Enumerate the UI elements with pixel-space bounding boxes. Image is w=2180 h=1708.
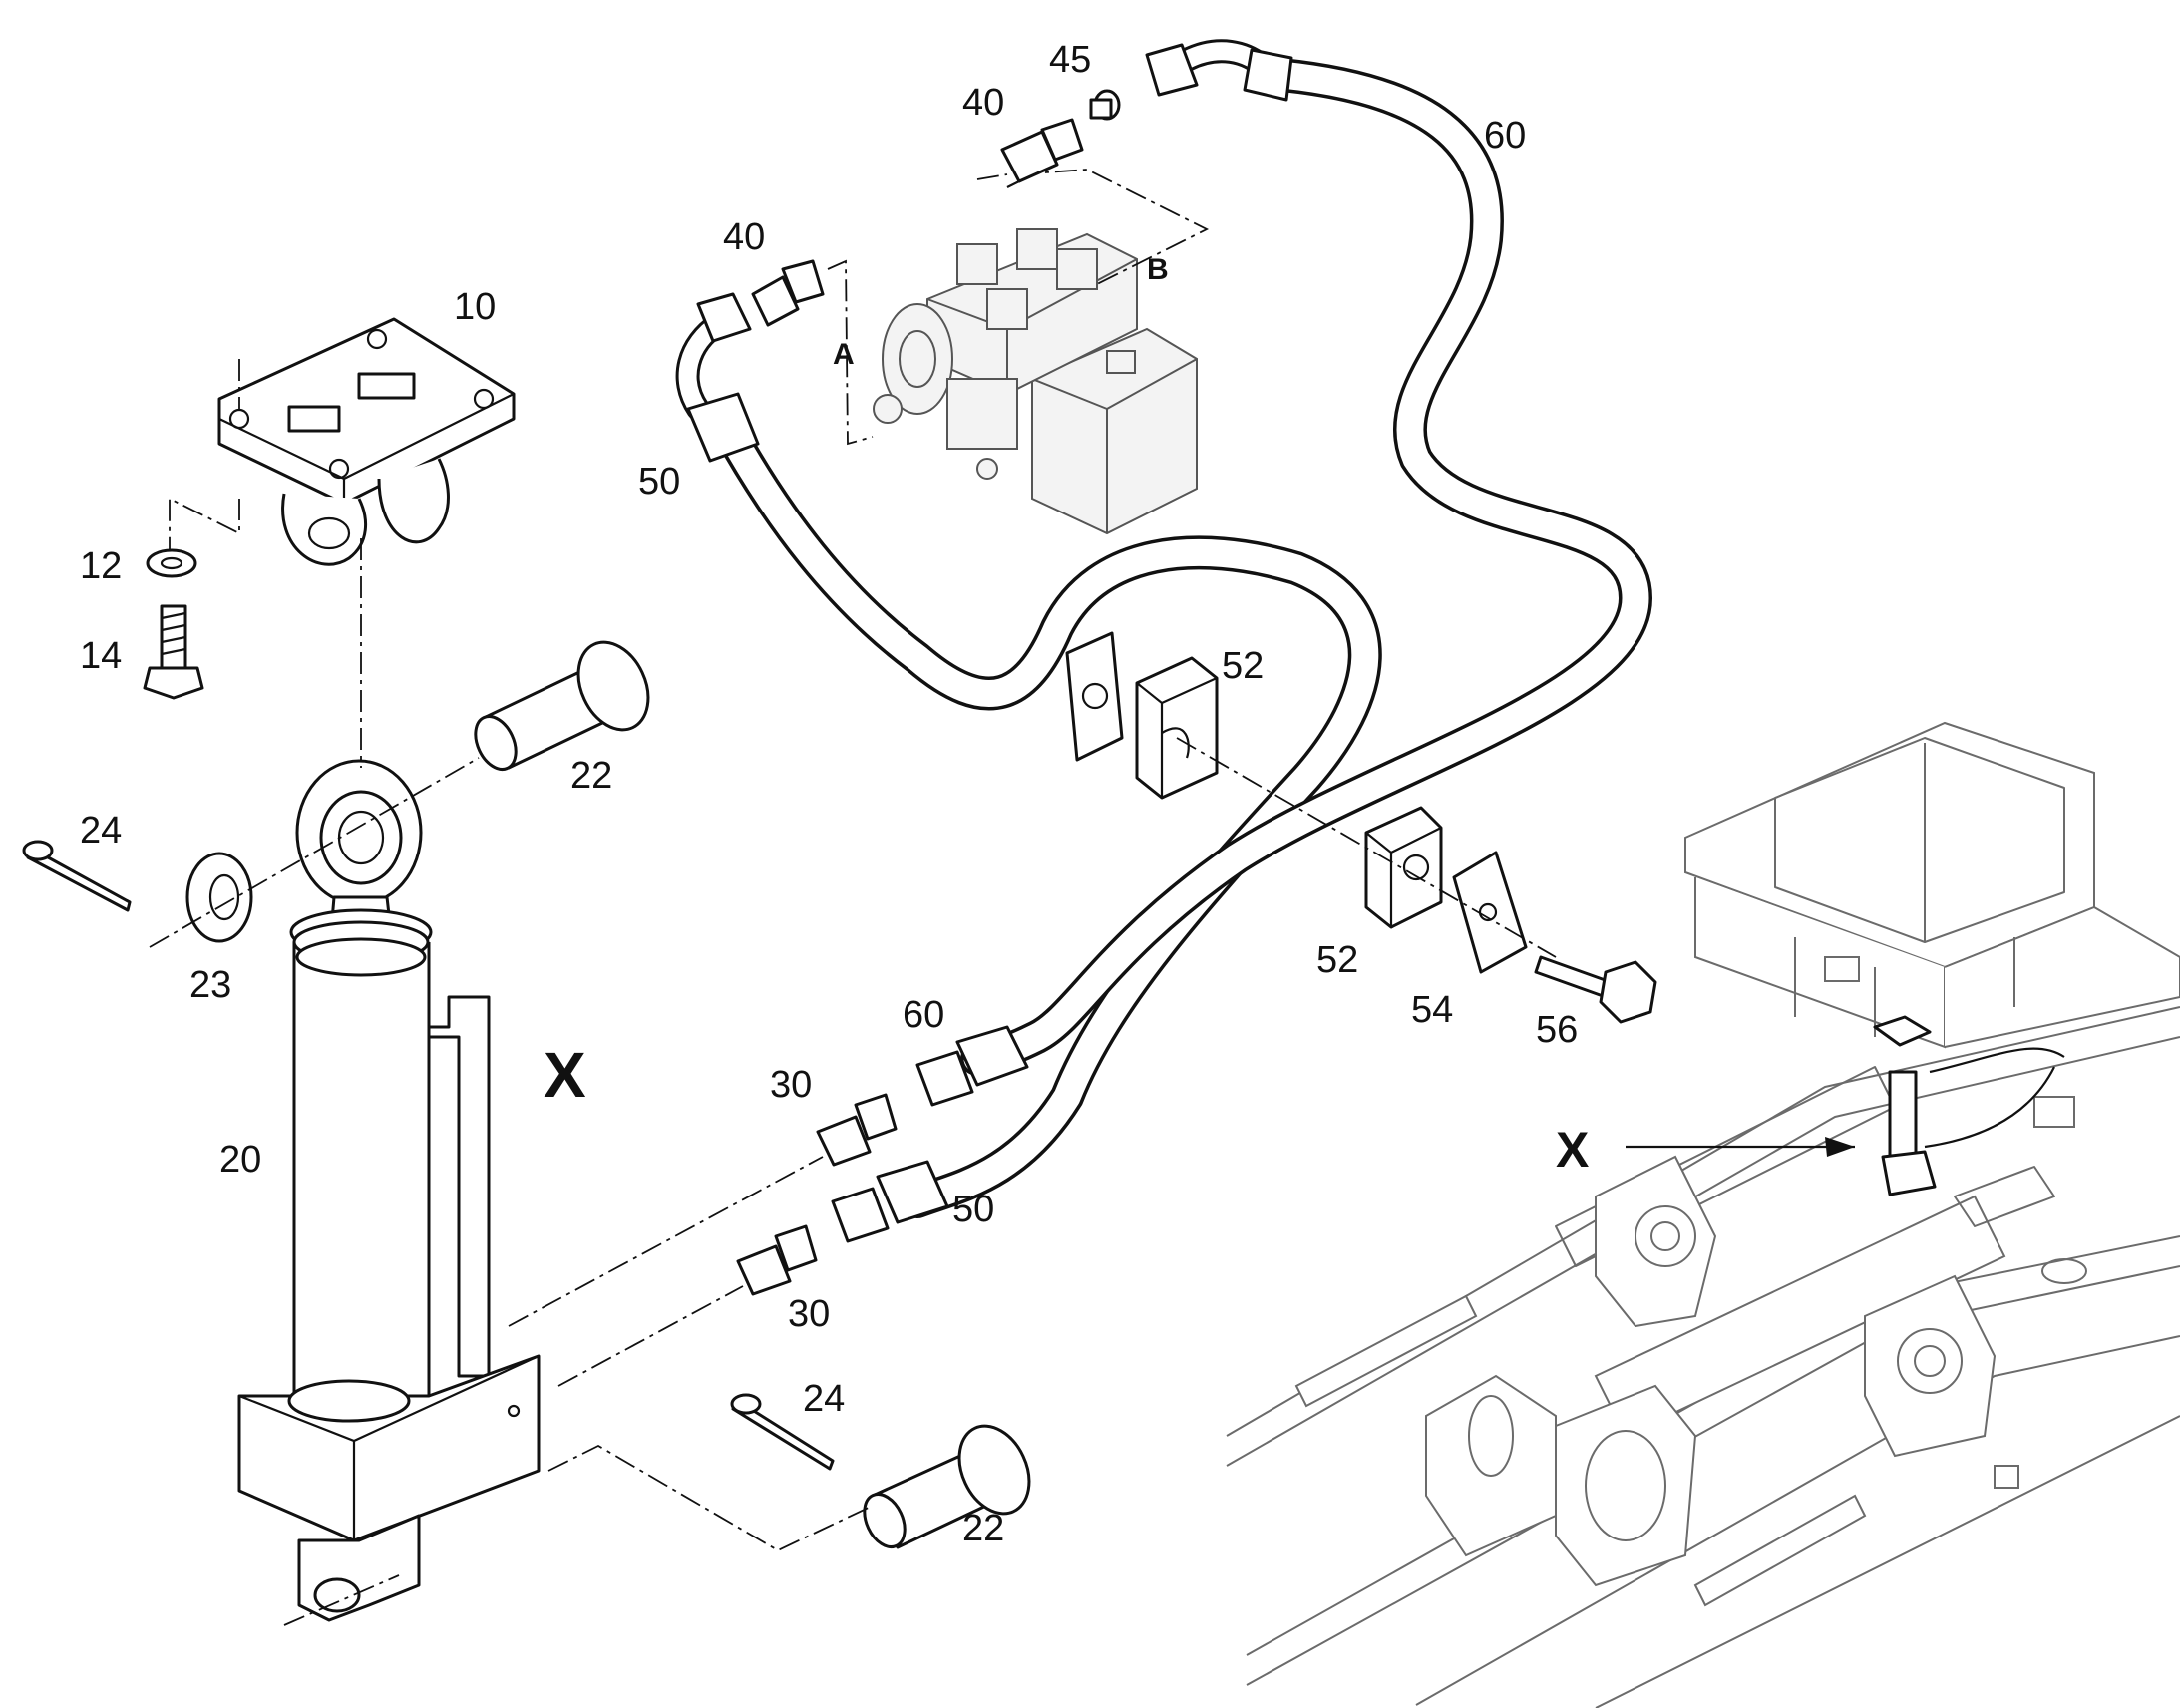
clamp-half-upper <box>1065 631 1124 762</box>
bolt-56 <box>1534 955 1657 1024</box>
location-cylinder-icon <box>1873 1015 2065 1196</box>
callout-50-lower: 50 <box>952 1189 994 1230</box>
hose-60-lower-fitting <box>915 1025 1029 1107</box>
clamp-axis-line <box>1176 737 1557 958</box>
callout-30-upper: 30 <box>770 1064 812 1106</box>
mounting-bracket-10 <box>217 317 516 566</box>
port-a-leader <box>827 259 874 446</box>
bolt-axis-line <box>169 497 240 568</box>
lower-pin-axis <box>547 1444 874 1552</box>
callout-24-upper: 24 <box>80 810 122 852</box>
hydraulic-valve-unit <box>873 228 1198 535</box>
upper-pin-axis <box>149 757 480 948</box>
hose-50-lower-fitting <box>831 1160 949 1243</box>
cotter-pin-24-upper <box>22 840 132 912</box>
washer-23 <box>185 852 253 943</box>
detail-marker-main: X <box>544 1039 586 1111</box>
callout-50-upper: 50 <box>638 461 680 503</box>
fitting-40-axis <box>976 173 1008 180</box>
fitting-45 <box>1089 89 1121 121</box>
callout-54: 54 <box>1411 989 1453 1031</box>
callout-45: 45 <box>1049 39 1091 81</box>
clamp-52-lower <box>1364 806 1443 929</box>
detail-x-arrowhead <box>1825 1137 1855 1157</box>
callout-52-lower: 52 <box>1316 939 1358 981</box>
washer-12 <box>146 548 197 578</box>
callout-60-upper: 60 <box>1484 115 1526 157</box>
lower-port-axis-1 <box>508 1156 824 1327</box>
callout-30-lower: 30 <box>788 1293 830 1335</box>
callout-56: 56 <box>1536 1009 1578 1051</box>
pin-22-lower <box>863 1424 1031 1549</box>
bolt-14 <box>143 604 204 700</box>
callout-22-lower: 22 <box>962 1508 1004 1549</box>
callout-20: 20 <box>219 1139 261 1181</box>
fitting-30-lower <box>736 1224 818 1296</box>
clamp-52-upper <box>1135 656 1219 800</box>
port-label-b: B <box>1147 253 1169 286</box>
fitting-30-upper <box>816 1093 898 1167</box>
callout-23: 23 <box>189 964 231 1006</box>
detail-marker-location: X <box>1556 1122 1589 1178</box>
hose-60 <box>960 58 1652 1076</box>
hose-50 <box>711 412 1382 1218</box>
hose-60-upper-fitting <box>1145 39 1293 102</box>
port-label-a: A <box>833 338 855 371</box>
callout-14: 14 <box>80 635 122 677</box>
callout-40-upper: 40 <box>962 82 1004 124</box>
callout-22-upper: 22 <box>570 755 612 797</box>
callout-24-lower: 24 <box>803 1378 845 1420</box>
callout-40-lower: 40 <box>723 216 765 258</box>
pin-22-upper <box>474 640 650 771</box>
callout-52-upper: 52 <box>1222 645 1264 687</box>
callout-60-lower: 60 <box>903 994 944 1036</box>
hydraulic-cylinder-20 <box>237 759 541 1622</box>
callout-10: 10 <box>454 286 496 328</box>
chassis-frame-location-view <box>1226 721 2180 1708</box>
bottom-clevis-axis <box>283 1574 400 1626</box>
fitting-40-lower <box>751 259 825 327</box>
plate-54 <box>1452 851 1528 974</box>
callout-12: 12 <box>80 545 122 587</box>
fitting-40-upper <box>1000 118 1084 188</box>
lower-port-axis-2 <box>557 1285 744 1387</box>
hose-50-upper-fitting <box>675 292 760 463</box>
cotter-pin-24-lower <box>730 1393 835 1471</box>
